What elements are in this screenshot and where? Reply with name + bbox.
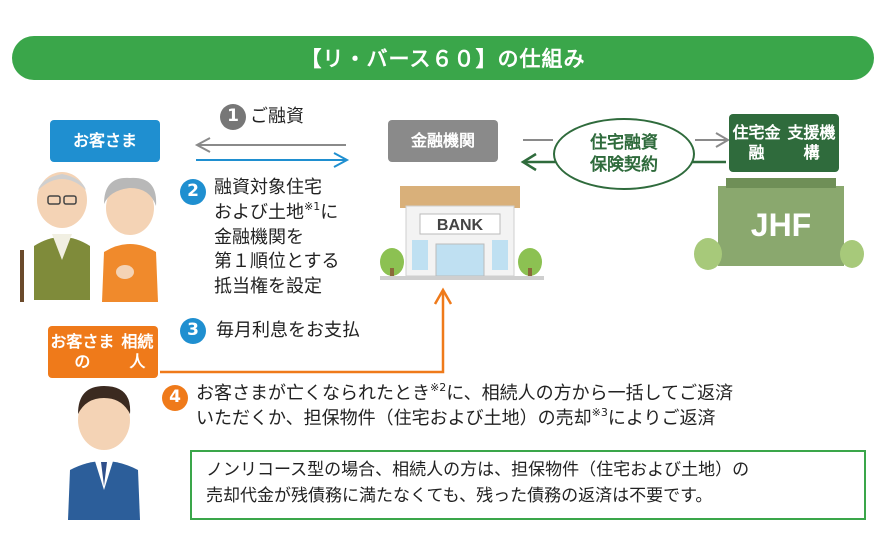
insurance-to-jhf-arrow	[695, 132, 730, 148]
mortgage-arrow	[196, 152, 350, 168]
elderly-couple-illustration	[20, 172, 158, 302]
page-title: 【リ・バース６０】の仕組み	[12, 36, 874, 80]
jhf-sign: JHF	[751, 207, 811, 243]
note-mark-2: ※2	[430, 381, 447, 394]
note-line: ノンリコース型の場合、相続人の方は、担保物件（住宅および土地）の	[206, 460, 750, 480]
step-2-line: 第１順位とする	[214, 251, 340, 273]
bank-label: 金融機関	[388, 120, 498, 162]
step-4-number: 4	[162, 385, 188, 411]
insurance-line1: 住宅融資	[590, 132, 658, 153]
insurance-contract-oval: 住宅融資 保険契約	[553, 118, 695, 190]
jhf-label-line2: 支援機構	[787, 123, 836, 162]
note-line: 売却代金が残債務に満たなくても、残った債務の返済は不要です。	[206, 485, 713, 506]
jhf-building-illustration: JHF	[694, 178, 864, 270]
loan-arrow	[194, 137, 346, 153]
step-2-line: 金融機関を	[214, 226, 304, 248]
step-3-number: 3	[180, 318, 206, 344]
step-4: 4 お客さまが亡くなられたとき※2に、相続人の方から一括してご返済 いただくか、…	[162, 381, 874, 432]
step-4-text: お客さまが亡くなられたとき※2に、相続人の方から一括してご返済 いただくか、担保…	[196, 381, 874, 432]
step-3-text: 毎月利息をお支払	[216, 319, 360, 341]
step-1-number: 1	[220, 104, 246, 130]
heir-illustration	[68, 386, 140, 520]
heir-label: お客さまの 相続人	[48, 326, 158, 378]
step-4-line: いただくか、担保物件（住宅および土地）の売却※3によりご返済	[196, 405, 716, 429]
bank-sign: BANK	[437, 217, 484, 234]
repayment-arrow	[160, 287, 453, 374]
step-2-line: および土地※1に	[214, 199, 339, 223]
heir-label-line1: お客さまの	[50, 332, 115, 371]
insurance-line2: 保険契約	[590, 155, 658, 175]
jhf-label: 住宅金融 支援機構	[729, 114, 839, 172]
note-mark-1: ※1	[304, 199, 321, 213]
step-2: 2 融資対象住宅 および土地※1に 金融機関を 第１順位とする 抵当権を設定	[180, 176, 389, 300]
step-2-line: 抵当権を設定	[214, 276, 322, 298]
non-recourse-note: ノンリコース型の場合、相続人の方は、担保物件（住宅および土地）の 売却代金が残債…	[190, 450, 866, 520]
step-4-line: お客さまが亡くなられたとき※2に、相続人の方から一括してご返済	[196, 381, 734, 404]
step-3: 3 毎月利息をお支払	[180, 318, 360, 344]
step-2-number: 2	[180, 179, 206, 205]
jhf-label-line1: 住宅金融	[732, 123, 781, 162]
bank-building-illustration: BANK	[380, 186, 544, 280]
step-1-text: ご融資	[250, 105, 304, 127]
customer-label: お客さま	[50, 120, 160, 162]
note-mark-3: ※3	[591, 405, 608, 419]
heir-label-line2: 相続人	[121, 332, 154, 371]
step-2-line: 融資対象住宅	[214, 177, 322, 198]
step-1: 1 ご融資	[220, 104, 304, 130]
step-2-text: 融資対象住宅 および土地※1に 金融機関を 第１順位とする 抵当権を設定	[214, 176, 389, 300]
